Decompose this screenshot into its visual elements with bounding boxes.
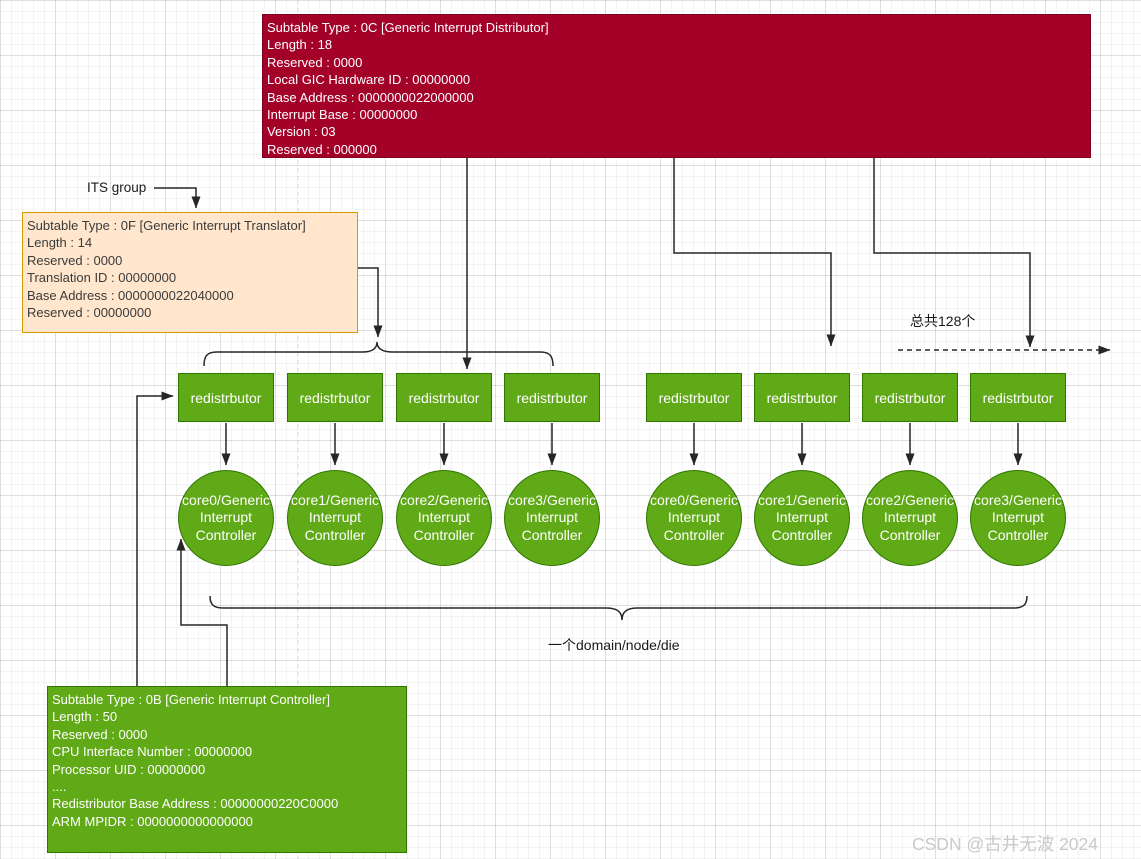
field-line: Reserved : 0000 — [27, 252, 123, 268]
redistributor-box-6: redistrbutor — [754, 373, 850, 422]
field-line: .... — [52, 779, 67, 795]
distributor-to-total-connector — [873, 158, 1035, 348]
its-label-connector — [154, 187, 201, 209]
core-circle-4: core3/Generic Interrupt Controller — [504, 470, 600, 566]
total-count-label: 总共128个 — [910, 313, 976, 329]
field-line: Processor UID : 00000000 — [52, 761, 206, 777]
domain-note-label: 一个domain/node/die — [548, 637, 680, 653]
field-line: Base Address : 0000000022000000 — [267, 89, 474, 105]
domain-brace — [209, 595, 1028, 621]
core-label: core3/Generic Interrupt Controller — [974, 491, 1062, 543]
field-line: Subtable Type : 0B [Generic Interrupt Co… — [52, 692, 330, 707]
core-circle-8: core3/Generic Interrupt Controller — [970, 470, 1066, 566]
field-line: Length : 14 — [27, 235, 93, 251]
node-gic-controller: Subtable Type : 0B [Generic Interrupt Co… — [47, 686, 407, 853]
redistributor-box-1: redistrbutor — [178, 373, 274, 422]
core-label: core0/Generic Interrupt Controller — [182, 491, 270, 543]
field-line: Local GIC Hardware ID : 00000000 — [267, 72, 471, 88]
core-circle-3: core2/Generic Interrupt Controller — [396, 470, 492, 566]
its-to-group-connector — [358, 267, 383, 338]
redistributor-box-4: redistrbutor — [504, 373, 600, 422]
core-label: core1/Generic Interrupt Controller — [291, 491, 379, 543]
core-label: core1/Generic Interrupt Controller — [758, 491, 846, 543]
left-group-brace — [203, 341, 554, 367]
field-line: Subtable Type : 0F [Generic Interrupt Tr… — [27, 218, 306, 233]
field-line: Version : 03 — [267, 124, 336, 140]
field-line: Length : 18 — [267, 37, 333, 53]
core-label: core2/Generic Interrupt Controller — [400, 491, 488, 543]
field-line: Reserved : 00000000 — [27, 305, 152, 321]
core-label: core0/Generic Interrupt Controller — [650, 491, 738, 543]
core-label: core3/Generic Interrupt Controller — [508, 491, 596, 543]
field-line: Reserved : 0000 — [267, 54, 363, 70]
csdn-watermark: CSDN @古井无波 2024 — [912, 834, 1099, 854]
redistributor-box-5: redistrbutor — [646, 373, 742, 422]
redistributor-box-2: redistrbutor — [287, 373, 383, 422]
core-circle-2: core1/Generic Interrupt Controller — [287, 470, 383, 566]
its-group-label: ITS group — [87, 180, 147, 195]
controller-to-core0-connector — [176, 538, 228, 686]
field-line: ARM MPIDR : 0000000000000000 — [52, 813, 253, 829]
field-line: Redistributor Base Address : 00000000220… — [52, 796, 339, 812]
core-circle-1: core0/Generic Interrupt Controller — [178, 470, 274, 566]
redistributor-box-8: redistrbutor — [970, 373, 1066, 422]
redistributor-box-3: redistrbutor — [396, 373, 492, 422]
field-line: Reserved : 0000 — [52, 726, 148, 742]
core-circle-6: core1/Generic Interrupt Controller — [754, 470, 850, 566]
field-line: Base Address : 0000000022040000 — [27, 287, 234, 303]
field-line: Reserved : 000000 — [267, 141, 377, 157]
node-its-translator: Subtable Type : 0F [Generic Interrupt Tr… — [22, 212, 358, 333]
field-line: Length : 50 — [52, 709, 118, 725]
redistributor-box-7: redistrbutor — [862, 373, 958, 422]
field-line: Interrupt Base : 00000000 — [267, 107, 418, 123]
node-gic-distributor: Subtable Type : 0C [Generic Interrupt Di… — [262, 14, 1091, 158]
controller-to-redis1-connector — [136, 391, 174, 686]
field-line: Subtable Type : 0C [Generic Interrupt Di… — [267, 20, 549, 35]
core-circle-5: core0/Generic Interrupt Controller — [646, 470, 742, 566]
core-circle-7: core2/Generic Interrupt Controller — [862, 470, 958, 566]
core-label: core2/Generic Interrupt Controller — [866, 491, 954, 543]
field-line: CPU Interface Number : 00000000 — [52, 744, 253, 760]
field-line: Translation ID : 00000000 — [27, 270, 177, 286]
distributor-to-right-group-connector — [673, 158, 836, 347]
